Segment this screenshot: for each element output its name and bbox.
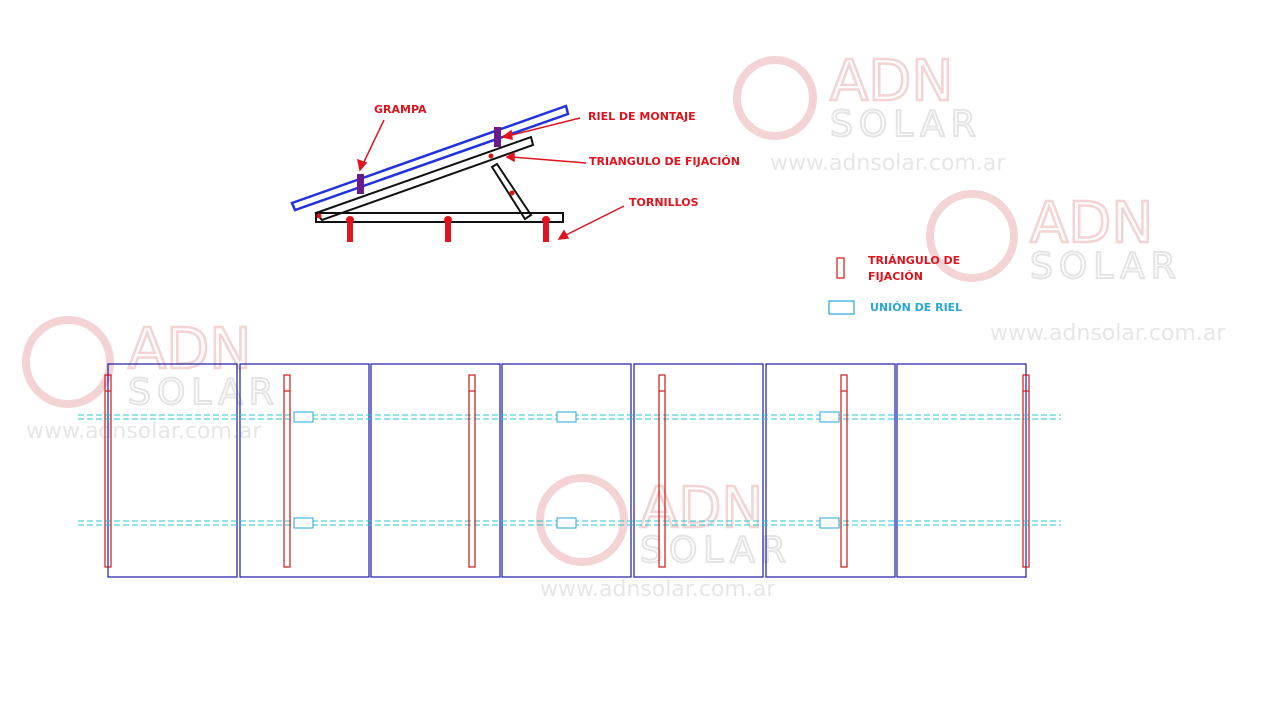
svg-text:SOLAR: SOLAR xyxy=(128,372,280,413)
watermark: ADN SOLAR www.adnsolar.com.ar xyxy=(733,48,1006,176)
rail-unions xyxy=(293,411,840,529)
mounting-rail xyxy=(290,104,570,212)
svg-text:www.adnsolar.com.ar: www.adnsolar.com.ar xyxy=(770,151,1006,176)
svg-text:ADN: ADN xyxy=(830,49,953,114)
legend-triangle-label: TRIÁNGULO DE xyxy=(868,254,960,267)
solar-panel xyxy=(107,363,238,578)
watermark: ADN SOLAR www.adnsolar.com.ar xyxy=(22,316,280,444)
label-clamp: GRAMPA xyxy=(374,103,427,116)
svg-text:www.adnsolar.com.ar: www.adnsolar.com.ar xyxy=(540,577,776,602)
solar-panel xyxy=(896,363,1027,578)
support-leg xyxy=(490,162,533,221)
svg-text:www.adnsolar.com.ar: www.adnsolar.com.ar xyxy=(990,321,1226,346)
clamp xyxy=(494,127,501,147)
label-screws: TORNILLOS xyxy=(629,196,699,209)
top-view xyxy=(78,363,1061,578)
svg-text:SOLAR: SOLAR xyxy=(640,530,792,571)
legend-triangle-label: FIJACIÓN xyxy=(868,270,923,283)
solar-panels xyxy=(107,363,1027,578)
solar-panel xyxy=(501,363,632,578)
svg-text:ADN: ADN xyxy=(128,317,251,382)
legend-rail-union-label: UNIÓN DE RIEL xyxy=(870,301,962,314)
clamp xyxy=(357,174,364,194)
label-fixing-triangle: TRIANGULO DE FIJACIÓN xyxy=(589,155,740,168)
svg-text:www.adnsolar.com.ar: www.adnsolar.com.ar xyxy=(26,419,262,444)
solar-panel xyxy=(633,363,764,578)
svg-text:SOLAR: SOLAR xyxy=(1030,246,1182,287)
legend-triangle-symbol xyxy=(836,257,845,279)
screws xyxy=(346,216,550,242)
watermark: ADN SOLAR www.adnsolar.com.ar xyxy=(536,474,792,602)
solar-panel xyxy=(765,363,896,578)
watermark: ADN SOLAR www.adnsolar.com.ar xyxy=(926,190,1226,346)
legend-rail-union-symbol xyxy=(828,300,855,315)
svg-text:ADN: ADN xyxy=(1030,191,1153,256)
label-mounting-rail: RIEL DE MONTAJE xyxy=(588,110,696,123)
svg-text:ADN: ADN xyxy=(640,476,763,541)
side-view: GRAMPA RIEL DE MONTAJE TRIANGULO DE FIJA… xyxy=(290,103,740,242)
fixing-triangles xyxy=(104,374,1030,568)
legend: TRIÁNGULO DE FIJACIÓN UNIÓN DE RIEL xyxy=(828,254,962,315)
solar-panel xyxy=(370,363,501,578)
solar-panel xyxy=(239,363,370,578)
base-bar xyxy=(315,212,564,223)
svg-text:SOLAR: SOLAR xyxy=(830,104,982,145)
